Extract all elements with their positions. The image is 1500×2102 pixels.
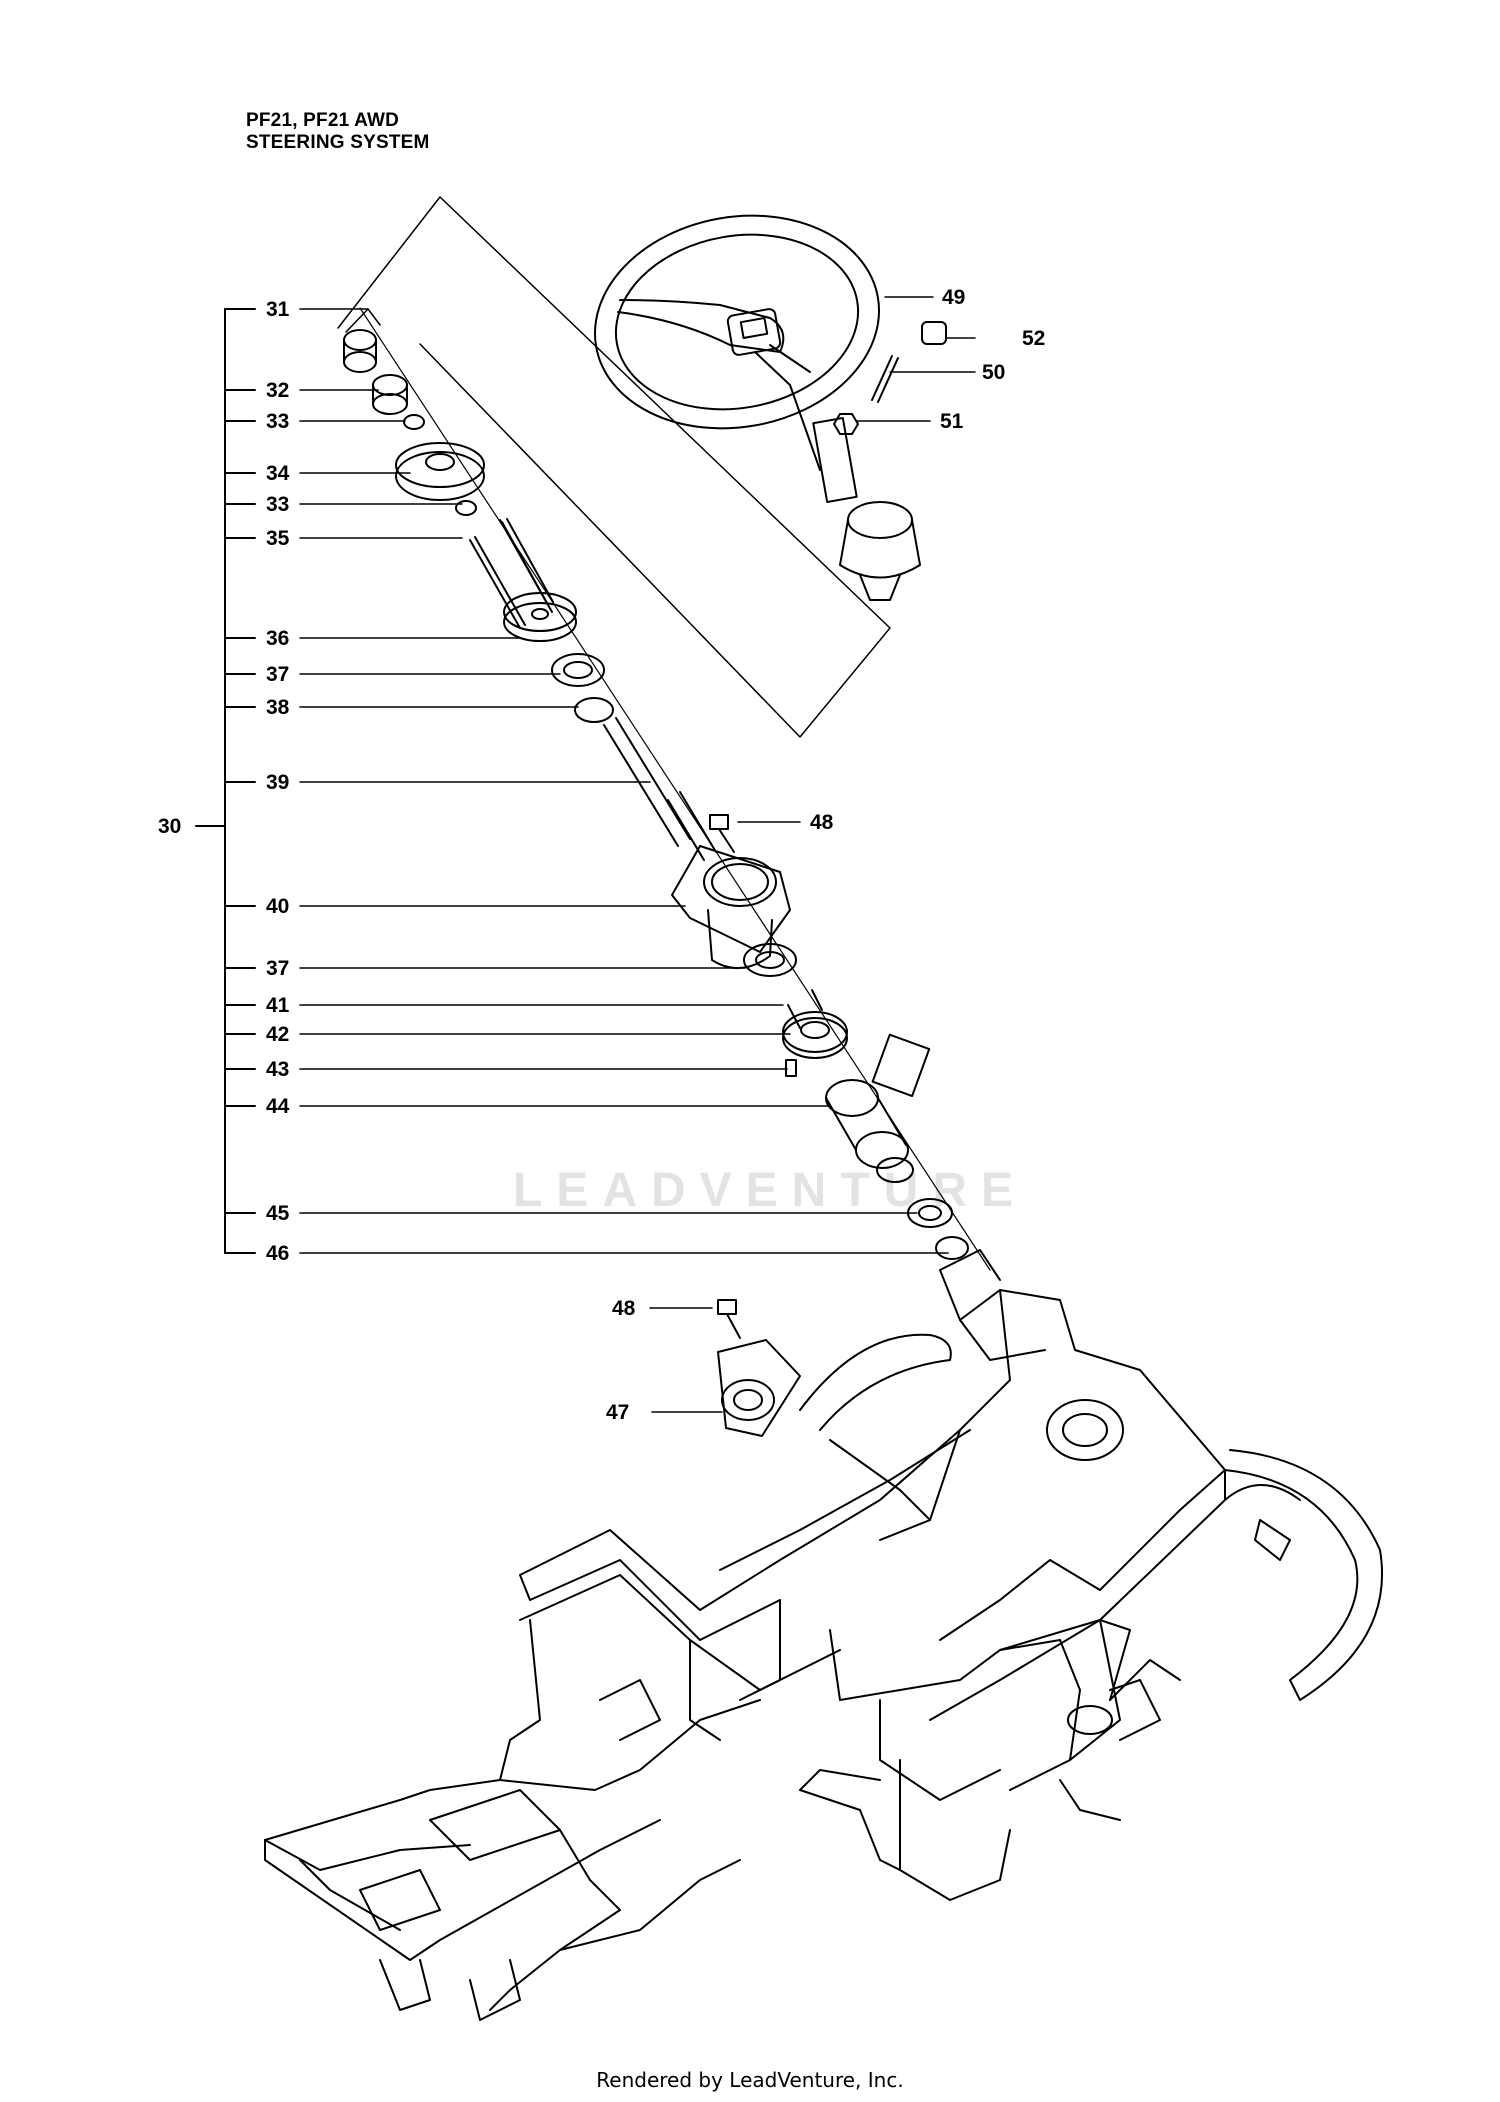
part-32-bushing [372,374,408,415]
callout-47: 47 [606,1401,629,1424]
callout-34: 34 [266,462,290,485]
part-46-retaining-ring [935,1236,969,1260]
part-42-retainer [782,1011,848,1059]
part-37-bearing-upper [551,653,605,687]
part-48-bolt-upper [709,814,735,853]
group-bracket-30 [195,308,256,1254]
part-36-flange [503,592,577,642]
part-34-cover [395,442,485,501]
part-43-key [785,1059,797,1077]
detail-boundary-line [337,196,891,738]
leadventure-watermark: LEADVENTURE [512,1164,1028,1217]
seat-tube-frame [799,1333,1384,1701]
callout-33-upper: 33 [266,410,289,433]
callout-38: 38 [266,696,290,719]
callout-36: 36 [266,627,289,650]
callout-48-lower: 48 [612,1297,636,1320]
part-52-cap [921,321,947,345]
part-39-steering-shaft [603,717,717,861]
callout-48-upper: 48 [810,811,834,834]
part-40-column-housing [671,845,791,970]
steering-adapter [839,501,921,601]
part-31-bushing [343,329,377,373]
callout-45: 45 [266,1202,290,1225]
callout-31: 31 [266,298,290,321]
part-37-bearing-lower [743,943,797,977]
leader-lines [299,296,976,1413]
callout-42: 42 [266,1023,289,1046]
footer-credit: Rendered by LeadVenture, Inc. [596,2068,904,2092]
part-35-bolts [469,518,554,629]
callout-49: 49 [942,286,965,309]
part-49-steering-wheel [593,214,881,503]
front-axle-bracket [1059,1659,1181,1821]
callout-35: 35 [266,527,290,550]
callout-32: 32 [266,379,289,402]
part-38-snap-ring [574,697,614,723]
callout-51: 51 [940,410,964,433]
part-45-washer [907,1198,953,1228]
tractor-frame [264,1249,1226,2021]
callout-37-lower: 37 [266,957,289,980]
callout-33-lower: 33 [266,493,289,516]
part-33-spacer-upper [403,414,425,430]
diagram-title-line2: STEERING SYSTEM [246,132,430,153]
part-33-spacer-lower [455,500,477,516]
callout-43: 43 [266,1058,289,1081]
callout-46: 46 [266,1242,289,1265]
callout-labels: 30 31 32 33 34 33 35 36 37 38 39 40 37 4… [158,286,1045,1424]
callout-40: 40 [266,895,289,918]
callout-37-upper: 37 [266,663,289,686]
callout-52: 52 [1022,327,1045,350]
callout-39: 39 [266,771,289,794]
callout-41: 41 [266,994,290,1017]
diagram-title-line1: PF21, PF21 AWD [246,110,400,131]
part-48-bolt-lower [717,1299,741,1339]
callout-50: 50 [982,361,1005,384]
part-50-bolt [871,355,899,403]
part-44-pinion-gear [825,1033,931,1183]
callout-30: 30 [158,815,181,838]
part-47-mounting-plate [717,1339,801,1437]
part-51-nut [833,413,859,435]
callout-44: 44 [266,1095,290,1118]
